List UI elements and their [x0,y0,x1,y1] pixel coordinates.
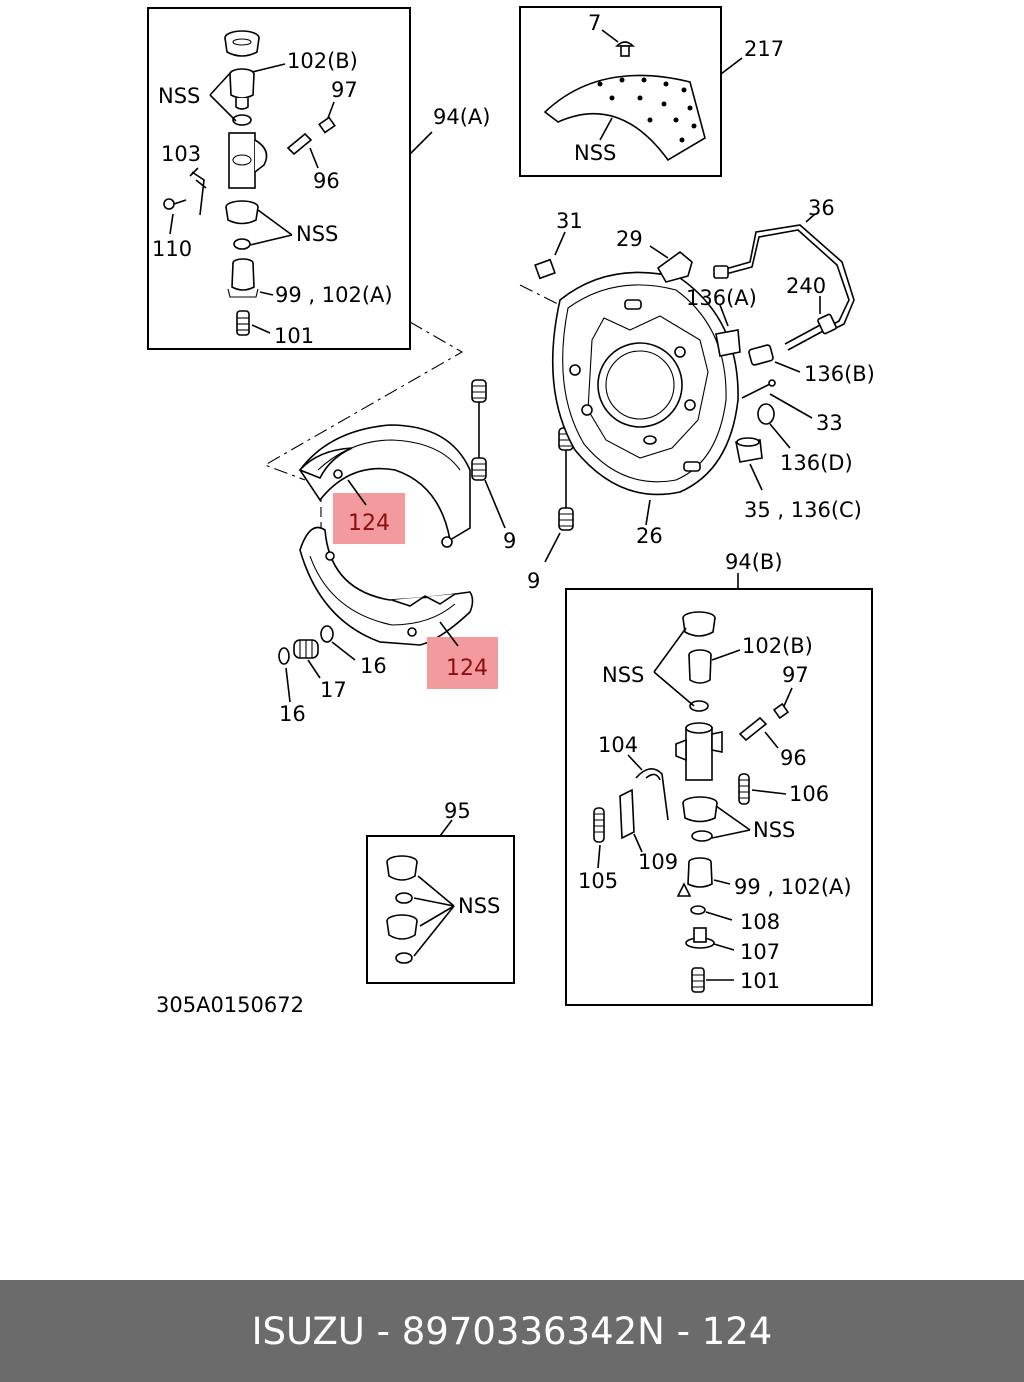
diagram-position: N - 124 [637,1309,773,1353]
callout-shoe-nss: NSS [574,141,616,165]
callout-b-97: 97 [782,663,809,687]
callout-b-102b: 102(B) [742,634,813,658]
callout-136d: 136(D) [780,451,853,475]
callout-a-nss-1: NSS [158,84,200,108]
callout-b-96: 96 [780,746,807,770]
callout-a-110: 110 [152,237,192,261]
callout-17: 17 [320,678,347,702]
callout-a-103: 103 [161,142,201,166]
callout-31: 31 [556,209,583,233]
drawing-code: 305A0150672 [156,993,304,1017]
callout-124-upper: 124 [348,511,390,536]
shoe-lining-inset: 7 217 NSS [519,6,784,177]
part-number: 8970336342 [401,1309,638,1353]
callout-b-108: 108 [740,910,780,934]
callout-b-101: 101 [740,969,780,993]
callout-kit-nss: NSS [458,894,500,918]
callout-a-99-102a: 99 , 102(A) [275,283,393,307]
wheel-cylinder-b-inset: 94(B) NSS 102(B) 97 104 96 106 NSS 105 1… [565,550,873,1006]
lower-brake-shoe [299,526,474,646]
callout-16-left: 16 [279,702,306,726]
callout-95: 95 [444,799,471,823]
callout-16-right: 16 [360,654,387,678]
callout-124-lower: 124 [446,656,488,681]
callout-a-nss-2: NSS [296,222,338,246]
callout-29: 29 [616,227,643,251]
callout-a-96: 96 [313,169,340,193]
callout-136b: 136(B) [804,362,875,386]
callout-a-102b: 102(B) [287,49,358,73]
callout-b-109: 109 [638,850,678,874]
callout-b-nss-2: NSS [753,818,795,842]
callout-217: 217 [744,37,784,61]
callout-9-lower: 9 [527,569,540,593]
return-springs [471,379,574,563]
callout-b-104: 104 [598,733,638,757]
hydraulic-fittings [534,213,855,491]
brand-name: ISUZU [251,1309,365,1353]
callout-b-106: 106 [789,782,829,806]
callout-b-99-102a: 99 , 102(A) [734,875,852,899]
callout-136a: 136(A) [686,286,757,310]
upper-brake-shoe [298,424,471,548]
backing-plate [551,271,739,526]
wheel-cylinder-a-inset: NSS 102(B) 97 103 96 110 NSS 99 , 102(A)… [147,7,490,350]
callout-9-upper: 9 [503,529,516,553]
hold-down-parts [278,625,356,703]
callout-94b: 94(B) [725,550,783,574]
highlight-124-upper [333,493,405,544]
callout-33: 33 [816,411,843,435]
callout-36: 36 [808,196,835,220]
callout-94a: 94(A) [433,105,490,129]
callout-35-136c: 35 , 136(C) [744,498,862,522]
callout-b-nss-1: NSS [602,663,644,687]
callout-a-97: 97 [331,78,358,102]
callout-240: 240 [786,274,826,298]
callout-b-107: 107 [740,940,780,964]
assembly-lines [263,284,561,535]
part-info-bar: ISUZU - 8970336342 N - 124 [0,1280,1024,1382]
repair-kit-inset: 95 NSS [366,799,515,984]
callout-26: 26 [636,524,663,548]
callout-7: 7 [588,11,601,35]
callout-a-101: 101 [274,324,314,348]
parts-diagram: NSS 102(B) 97 103 96 110 NSS 99 , 102(A)… [147,6,875,1017]
callout-b-105: 105 [578,869,618,893]
highlight-124-lower [427,637,498,689]
